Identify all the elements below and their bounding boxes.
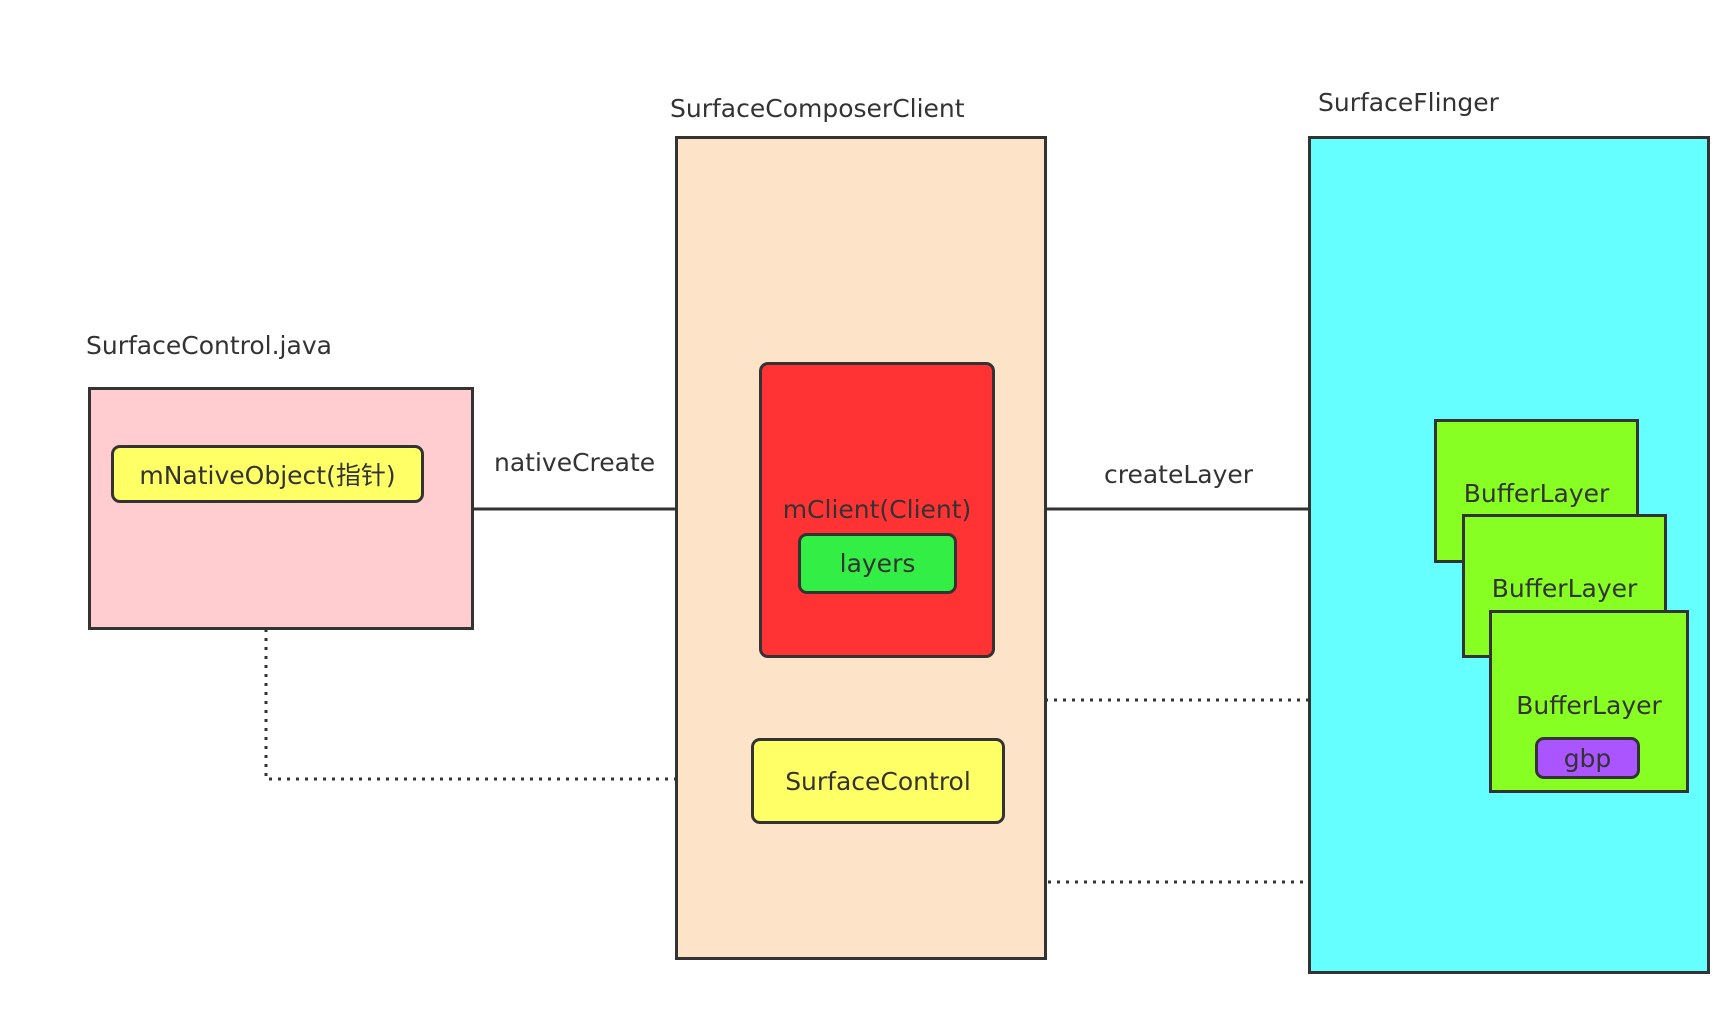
gbp-node: gbp [1535, 737, 1640, 779]
m-client-label: mClient(Client) [782, 495, 972, 524]
surface-flinger-title: SurfaceFlinger [1318, 88, 1499, 117]
layers-node: layers [798, 533, 957, 594]
create-layer-edge-label: createLayer [1104, 460, 1254, 489]
m-native-object-node: mNativeObject(指针) [111, 445, 424, 503]
surface-control-node: SurfaceControl [751, 738, 1005, 824]
surface-control-java-container [88, 387, 474, 630]
surface-control-java-title: SurfaceControl.java [86, 331, 332, 360]
m-client-node: mClient(Client) [759, 362, 995, 658]
native-create-edge-label: nativeCreate [494, 448, 656, 477]
surface-composer-client-title: SurfaceComposerClient [670, 94, 965, 123]
